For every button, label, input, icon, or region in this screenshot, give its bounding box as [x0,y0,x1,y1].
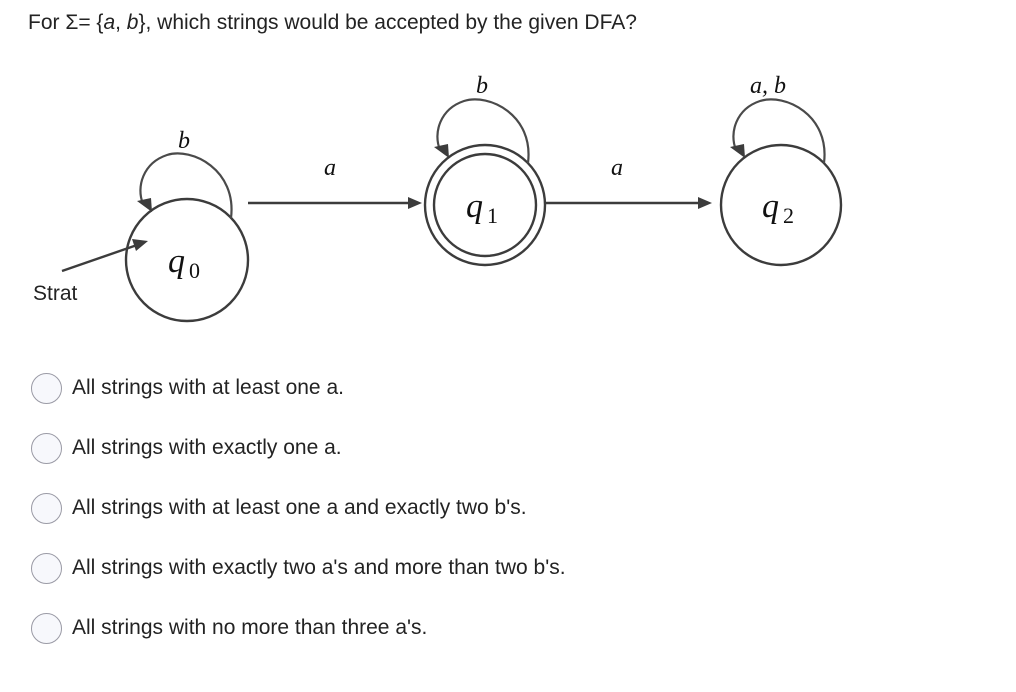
dfa-diagram: Strat q 0 b a q 1 b [0,55,1016,325]
option-row-1[interactable]: All strings with at least one a. [0,358,1016,418]
option-row-5[interactable]: All strings with no more than three a's. [0,598,1016,658]
transition-q1-q2 [546,197,712,209]
option-label-1: All strings with at least one a. [72,376,344,399]
radio-button-option-4[interactable] [31,552,62,584]
state-q0-label: q [168,243,185,280]
radio-button-option-5[interactable] [31,612,62,644]
question-symbol-a: a [103,11,116,34]
self-loop-q2-label: a, b [750,73,786,99]
self-loop-q1 [434,98,530,164]
self-loop-q0 [137,152,233,219]
state-q2-subscript: 2 [783,203,794,228]
option-label-4: All strings with exactly two a's and mor… [72,556,566,579]
question-suffix: }, which strings would be accepted by th… [138,11,637,34]
radio-button-option-1[interactable] [31,372,62,404]
question-prefix: For Σ= { [28,11,104,34]
self-loop-q2 [730,98,826,164]
radio-button-option-3[interactable] [31,492,62,524]
state-q1-label: q [466,188,483,225]
option-label-2: All strings with exactly one a. [72,436,342,459]
state-q1-subscript: 1 [487,203,498,228]
state-q0-subscript: 0 [189,258,200,283]
option-row-4[interactable]: All strings with exactly two a's and mor… [0,538,1016,598]
option-label-5: All strings with no more than three a's. [72,616,428,639]
state-q0[interactable]: q 0 [124,197,250,323]
start-arrow [61,239,148,273]
state-q1[interactable]: q 1 [423,143,547,267]
answer-options-list: All strings with at least one a. All str… [0,358,1016,658]
option-label-3: All strings with at least one a and exac… [72,496,527,519]
self-loop-q0-label: b [178,128,190,154]
option-row-2[interactable]: All strings with exactly one a. [0,418,1016,478]
self-loop-q1-label: b [476,73,488,99]
dfa-diagram-svg: Strat q 0 b a q 1 b [33,73,843,323]
state-q2[interactable]: q 2 [719,143,843,267]
transition-q0-q1 [248,197,422,209]
state-q2-label: q [762,188,779,225]
start-label: Strat [33,282,78,305]
transition-q0-q1-label: a [324,155,336,181]
question-prompt: For Σ= {a, b}, which strings would be ac… [28,8,637,38]
question-symbol-b: b [126,11,139,34]
transition-q1-q2-label: a [611,155,623,181]
option-row-3[interactable]: All strings with at least one a and exac… [0,478,1016,538]
radio-button-option-2[interactable] [31,432,62,464]
question-comma: , [115,11,127,34]
